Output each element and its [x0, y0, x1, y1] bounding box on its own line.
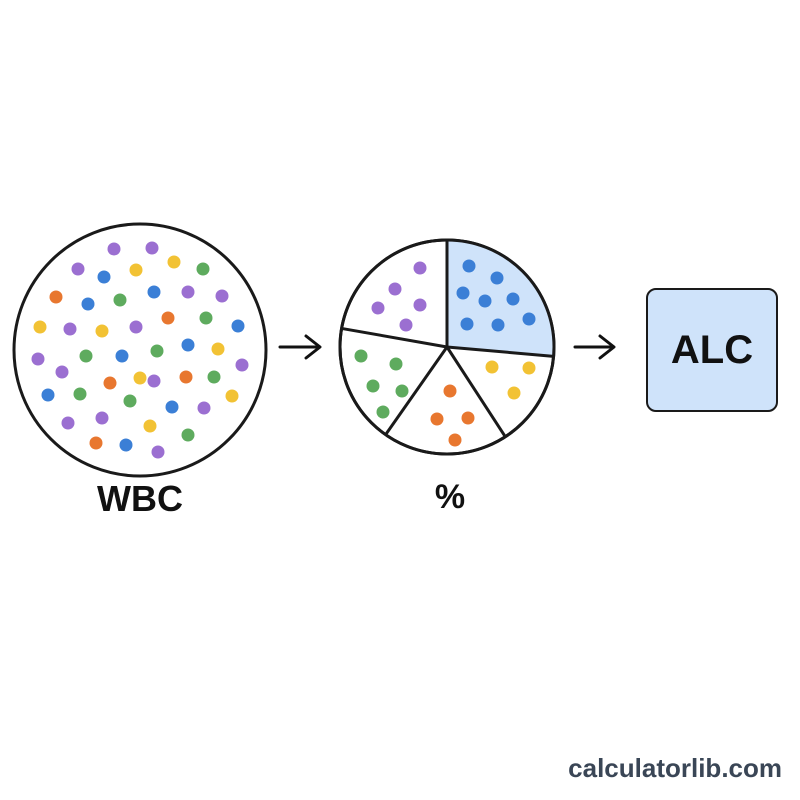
pie-divider — [445, 346, 507, 438]
cell-dot — [485, 360, 499, 374]
cell-dot — [73, 387, 87, 401]
cell-dot — [113, 293, 127, 307]
cell-dot — [399, 318, 413, 332]
cell-dot — [522, 312, 536, 326]
cell-dot — [199, 311, 213, 325]
cell-dot — [79, 349, 93, 363]
cell-dot — [49, 290, 63, 304]
cell-dot — [456, 286, 470, 300]
cell-dot — [165, 400, 179, 414]
cell-dot — [179, 370, 193, 384]
cell-dot — [63, 322, 77, 336]
cell-dot — [522, 361, 536, 375]
cell-dot — [129, 263, 143, 277]
pie-dividers — [341, 240, 554, 438]
cell-dot — [388, 282, 402, 296]
cell-dot — [491, 318, 505, 332]
wbc-cell-dots — [31, 241, 249, 459]
cell-dot — [97, 270, 111, 284]
cell-dot — [448, 433, 462, 447]
cell-dot — [115, 349, 129, 363]
alc-label: ALC — [670, 327, 754, 372]
cell-dot — [167, 255, 181, 269]
cell-dot — [207, 370, 221, 384]
wbc-label: WBC — [97, 478, 183, 519]
pie-divider — [384, 346, 449, 436]
cell-dot — [107, 242, 121, 256]
cell-dot — [461, 411, 475, 425]
cell-dot — [506, 292, 520, 306]
cell-dot — [81, 297, 95, 311]
cell-dot — [507, 386, 521, 400]
cell-dot — [443, 384, 457, 398]
cell-dot — [55, 365, 69, 379]
cell-dot — [133, 371, 147, 385]
cell-dot — [389, 357, 403, 371]
cell-dot — [143, 419, 157, 433]
cell-dot — [181, 338, 195, 352]
cell-dot — [490, 271, 504, 285]
cell-dot — [231, 319, 245, 333]
cell-dot — [119, 438, 133, 452]
cell-dot — [161, 311, 175, 325]
cell-dot — [147, 285, 161, 299]
pie-cell-dots — [354, 259, 536, 447]
alc-box: ALC — [646, 288, 778, 412]
cell-dot — [89, 436, 103, 450]
cell-dot — [31, 352, 45, 366]
cell-dot — [215, 289, 229, 303]
cell-dot — [225, 389, 239, 403]
watermark: calculatorlib.com — [568, 753, 782, 783]
cell-dot — [462, 259, 476, 273]
cell-dot — [33, 320, 47, 334]
cell-dot — [430, 412, 444, 426]
cell-dot — [395, 384, 409, 398]
cell-dot — [211, 342, 225, 356]
cell-dot — [71, 262, 85, 276]
pie-divider — [341, 326, 448, 349]
cell-dot — [145, 241, 159, 255]
cell-dot — [197, 401, 211, 415]
cell-dot — [181, 428, 195, 442]
cell-dot — [354, 349, 368, 363]
cell-dot — [366, 379, 380, 393]
cell-dot — [123, 394, 137, 408]
cell-dot — [147, 374, 161, 388]
cell-dot — [371, 301, 385, 315]
cell-dot — [460, 317, 474, 331]
cell-dot — [95, 324, 109, 338]
cell-dot — [196, 262, 210, 276]
cell-dot — [413, 298, 427, 312]
cell-dot — [151, 445, 165, 459]
cell-dot — [376, 405, 390, 419]
percent-label: % — [434, 478, 466, 516]
wbc-population — [12, 222, 268, 478]
pie-outline — [338, 238, 556, 456]
arrow-right-icon — [278, 334, 322, 360]
cell-dot — [413, 261, 427, 275]
cell-dot — [235, 358, 249, 372]
cell-dot — [150, 344, 164, 358]
cell-dot — [129, 320, 143, 334]
cell-dot — [61, 416, 75, 430]
cell-dot — [103, 376, 117, 390]
wbc-circle — [12, 222, 268, 478]
pie-divider — [446, 345, 554, 358]
cell-dot — [478, 294, 492, 308]
cell-dot — [41, 388, 55, 402]
percentage-pie — [338, 238, 556, 456]
arrow-right-icon — [573, 334, 616, 360]
cell-dot — [95, 411, 109, 425]
cell-dot — [181, 285, 195, 299]
